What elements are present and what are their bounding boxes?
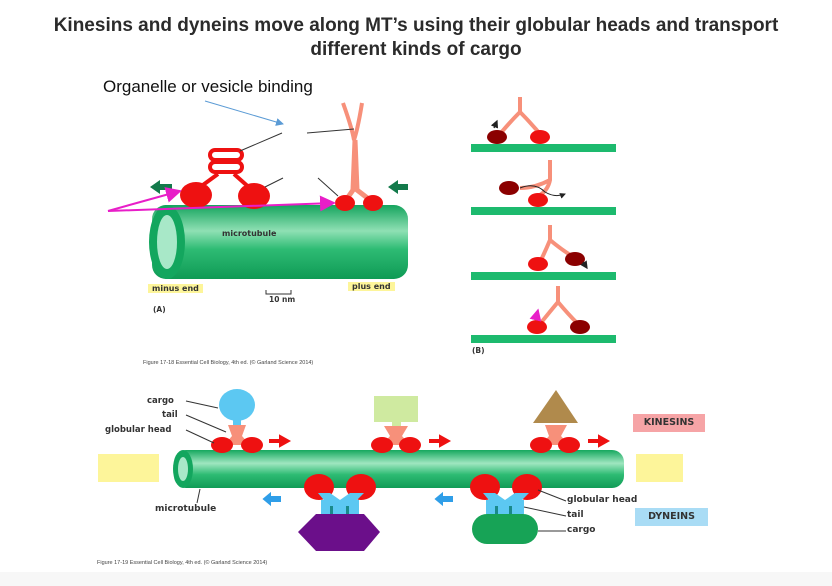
kinesin-1: [211, 389, 292, 453]
dynein-2: [434, 474, 542, 544]
figure-c-caption: Figure 17-19 Essential Cell Biology, 4th…: [97, 560, 268, 566]
figure-a-caption: Figure 17-18 Essential Cell Biology, 4th…: [143, 360, 314, 366]
dynein-cargo-label: cargo: [567, 525, 596, 535]
minus-direction-arrow: [150, 180, 172, 194]
minus-end-placeholder-box: [98, 454, 159, 482]
slide-title: Kinesins and dyneins move along MT’s usi…: [0, 14, 832, 62]
scale-bar-label: 10 nm: [269, 295, 296, 304]
kinesin-tail-label: tail: [162, 410, 178, 420]
kinesin-globular-head-label: globular head: [105, 425, 172, 435]
plus-end-label: plus end: [348, 282, 395, 291]
title-line-1: Kinesins and dyneins move along MT’s usi…: [53, 15, 779, 36]
fig-c-microtubule: [173, 450, 624, 488]
title-line-2: different kinds of cargo: [310, 39, 522, 60]
plus-end-placeholder-box: [636, 454, 683, 482]
head-pointer-arrow-1: [107, 187, 182, 212]
footer-band: [0, 572, 832, 586]
kinesin-3: [530, 390, 611, 453]
dynein-globular-head-label: globular head: [567, 495, 638, 505]
panel-a-label: (A): [153, 305, 166, 314]
dynein-tail-label: tail: [567, 510, 584, 520]
fig-c-microtubule-label: microtubule: [155, 504, 217, 514]
fig-b-step-4: [471, 286, 616, 343]
dynein-1: [262, 474, 380, 551]
kinesins-tag: KINESINS: [633, 414, 705, 432]
dyneins-tag: DYNEINS: [635, 508, 708, 526]
kinesin-cargo-label: cargo: [147, 396, 174, 406]
scale-bar: [265, 290, 292, 295]
panel-b-label: (B): [472, 346, 485, 355]
organelle-binding-annotation: Organelle or vesicle binding: [103, 77, 313, 96]
fig-b-step-2: [471, 160, 616, 215]
fig-a-twisted-motor: [335, 102, 383, 211]
fig-a-microtubule-label: microtubule: [222, 229, 277, 238]
head-pointer-arrow-2: [107, 195, 336, 212]
annotation-pointer-arrow: [204, 100, 284, 126]
kinesin-2: [371, 396, 452, 453]
minus-end-label: minus end: [148, 284, 203, 293]
plus-direction-arrow: [388, 180, 408, 194]
fig-b-step-1: [471, 97, 616, 152]
fig-b-step-3: [471, 225, 616, 280]
fig-a-kinesin-motor: [180, 148, 270, 209]
fig-a-microtubule: [149, 205, 408, 279]
